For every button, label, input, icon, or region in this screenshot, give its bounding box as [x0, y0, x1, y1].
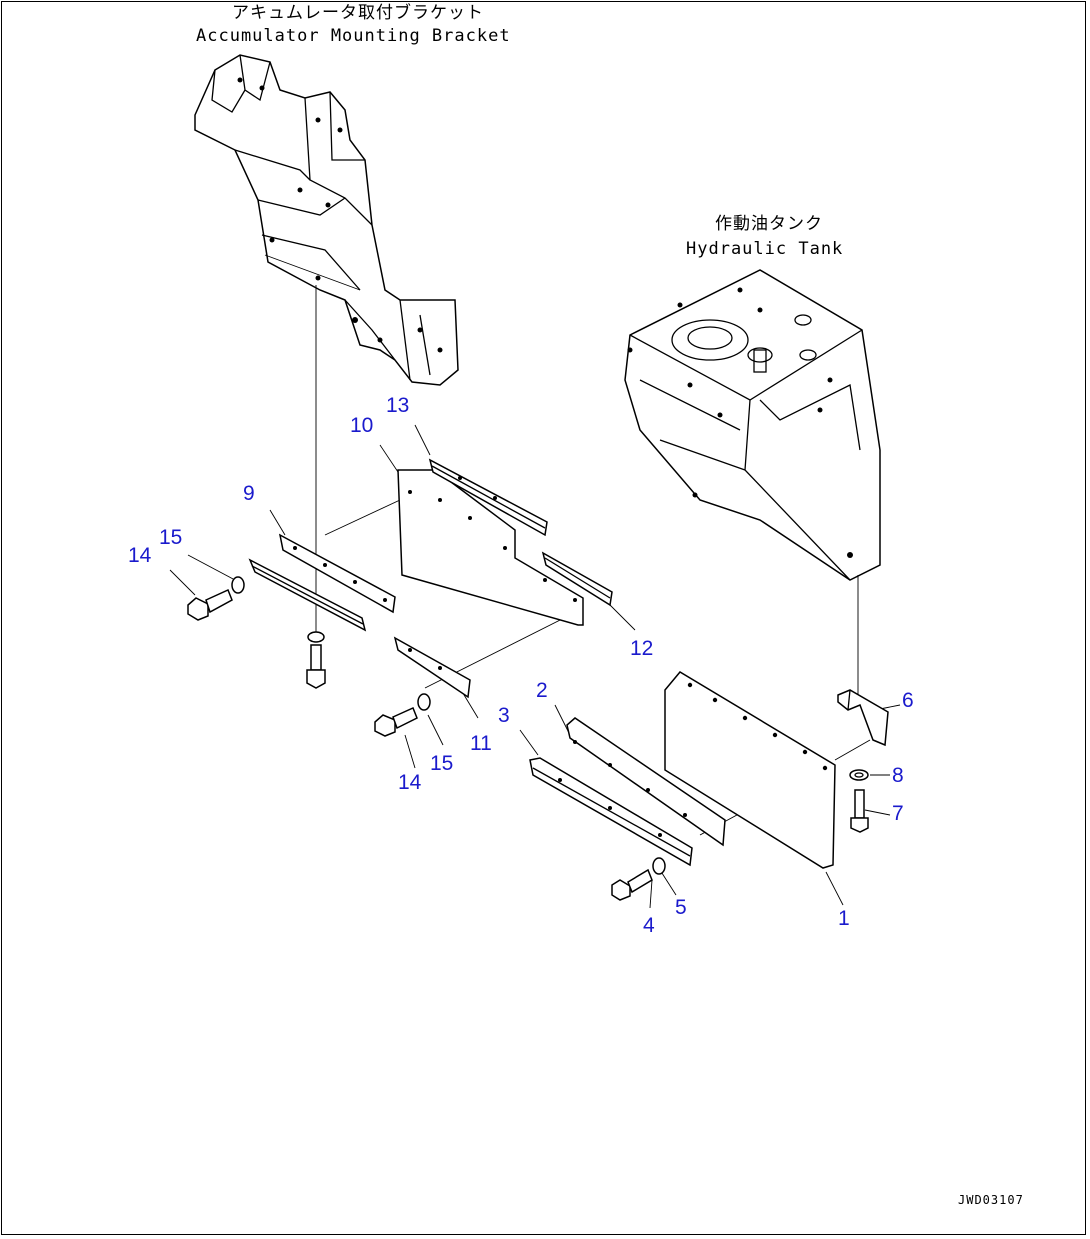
callout-11: 11: [470, 732, 492, 755]
part-14-bolt-left: [187, 588, 233, 621]
part-8-washer: [849, 769, 869, 781]
callout-2: 2: [536, 679, 548, 702]
callout-10: 10: [350, 414, 374, 437]
part-2-strip: [566, 717, 726, 847]
bracket-bolt: [306, 631, 326, 689]
callout-13: 13: [386, 394, 410, 417]
part-6-bracket: [837, 689, 889, 747]
accumulator-label-en: Accumulator Mounting Bracket: [196, 26, 511, 46]
part-4-bolt-lower: [611, 868, 653, 901]
accumulator-label-jp: アキュムレータ取付ブラケット: [232, 3, 484, 23]
callout-1: 1: [838, 907, 850, 930]
callout-5: 5: [675, 896, 687, 919]
part-5-washer: [652, 857, 666, 875]
callout-14-middle: 14: [398, 771, 422, 794]
part-15-washer-left: [231, 576, 245, 594]
part-7-bolt: [850, 789, 869, 833]
part-14-bolt-middle: [374, 706, 418, 737]
part-10-plate: [397, 469, 584, 626]
tank-label-jp: 作動油タンク: [715, 214, 823, 234]
callout-6: 6: [902, 689, 914, 712]
callout-8: 8: [892, 764, 904, 787]
callout-15-left: 15: [159, 526, 183, 549]
part-11-plate: [393, 636, 471, 699]
part-9-plate: [278, 533, 396, 614]
hydraulic-tank: [624, 269, 881, 581]
part-3-angle: [529, 757, 693, 867]
part-13-strip: [428, 458, 548, 537]
callout-7: 7: [892, 802, 904, 825]
part-12-strip: [541, 551, 613, 607]
accumulator-bracket: [194, 54, 459, 386]
callout-9: 9: [243, 482, 255, 505]
callout-4: 4: [643, 914, 655, 937]
tank-label-en: Hydraulic Tank: [686, 239, 844, 259]
callout-12: 12: [630, 637, 654, 660]
spacer-strip: [248, 558, 367, 632]
callout-14-left: 14: [128, 544, 152, 567]
drawing-code: JWD03107: [958, 1193, 1024, 1207]
callout-3: 3: [498, 704, 510, 727]
callout-15-middle: 15: [430, 752, 454, 775]
part-1-cover: [664, 671, 836, 869]
part-15-washer-middle: [417, 693, 431, 711]
